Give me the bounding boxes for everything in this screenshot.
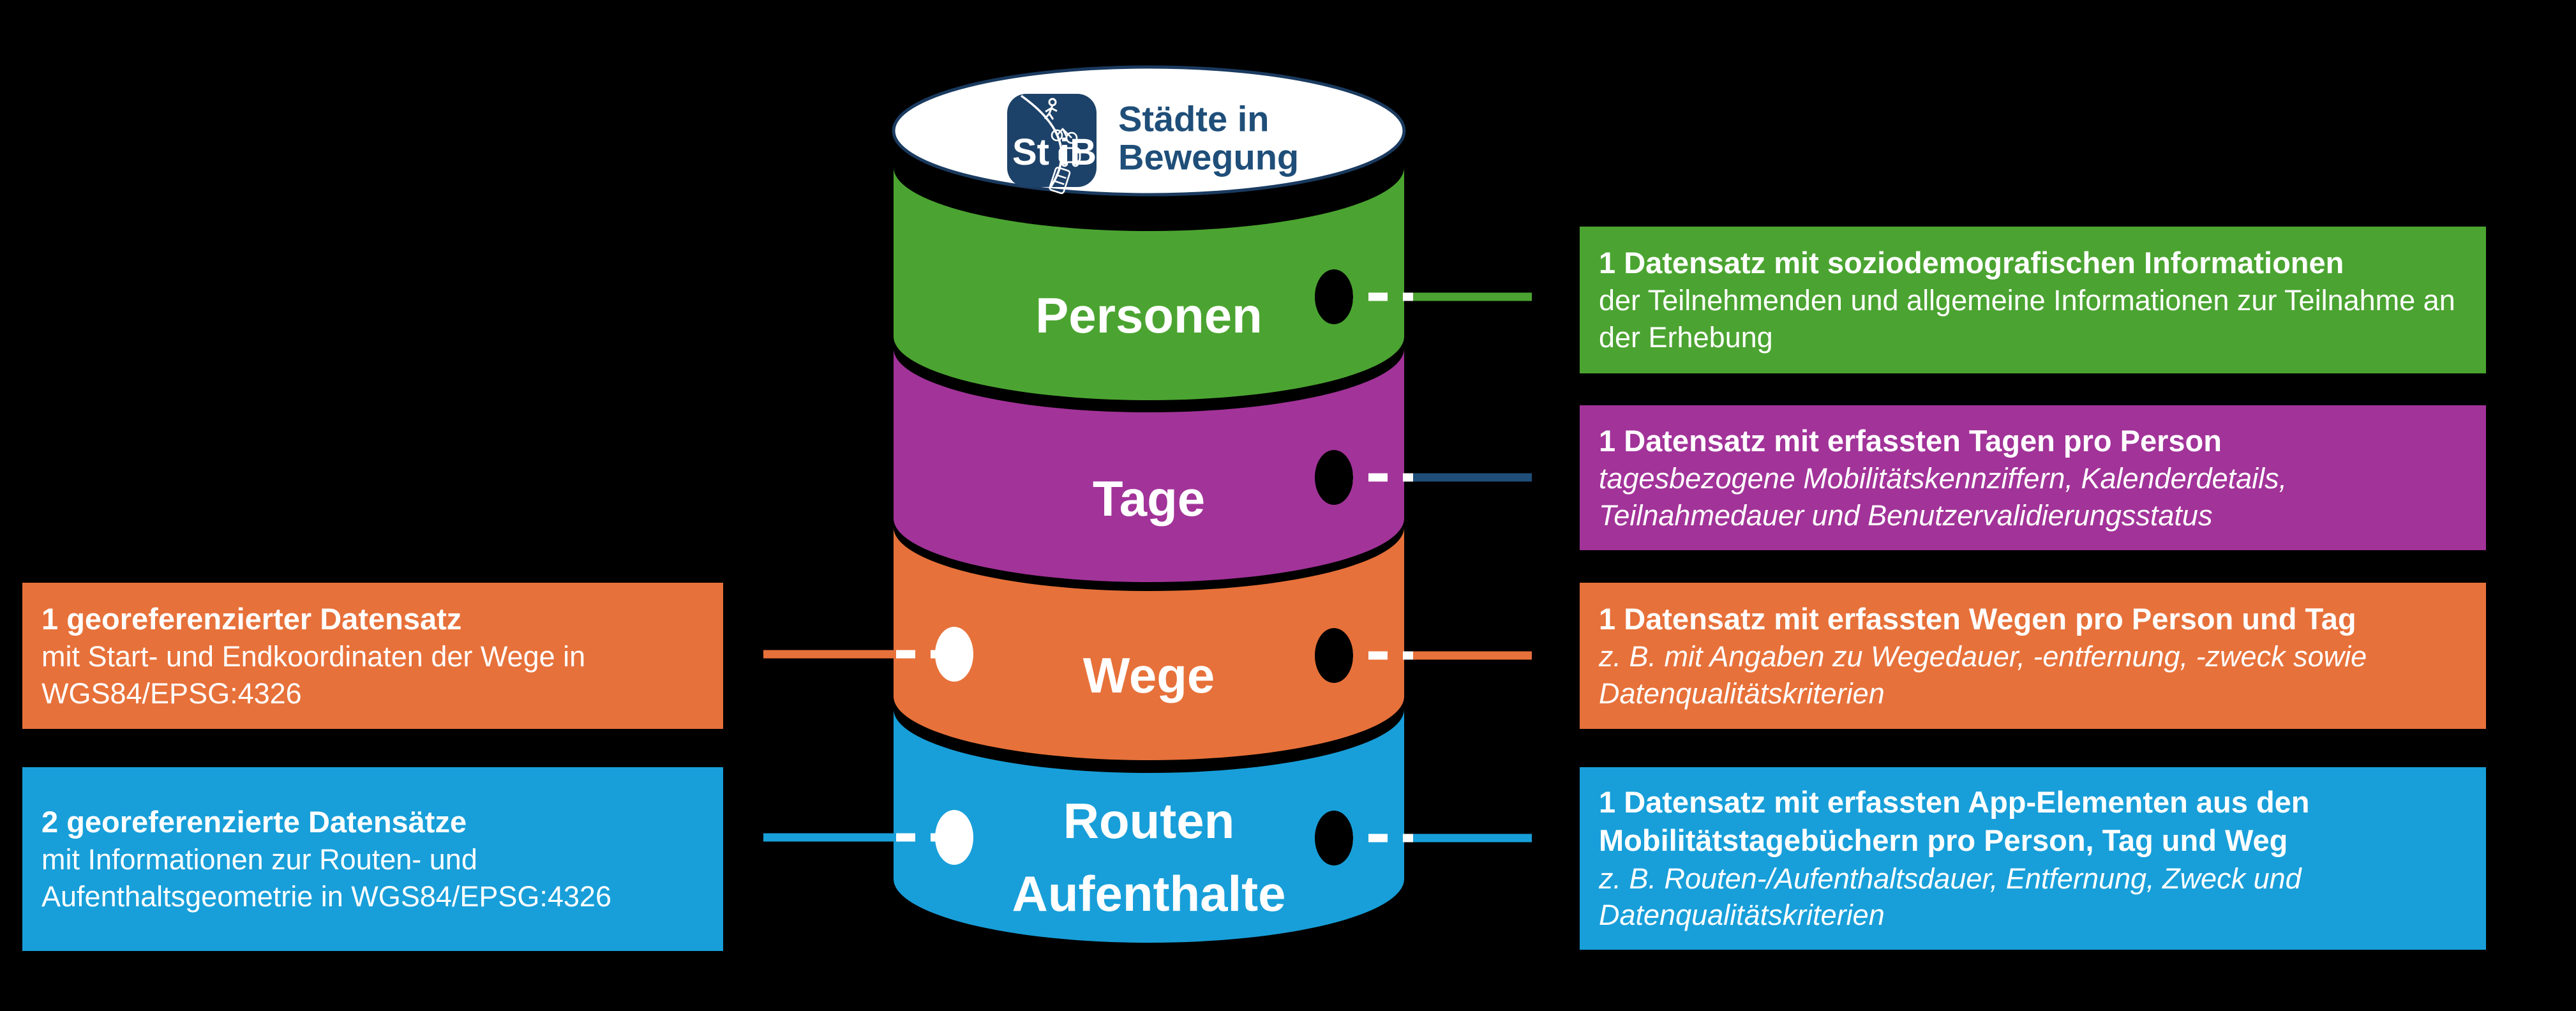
connector-dot-routen-left: [935, 810, 973, 865]
stib-logo: St iB Städte in Bewegung: [1007, 94, 1299, 195]
connector-dot-personen: [1315, 269, 1353, 324]
pedestrian-icon: [1044, 98, 1058, 120]
callout-title: 1 Datensatz mit erfassten App-Elementen …: [1599, 785, 2310, 858]
bicycle-icon: [1051, 128, 1078, 144]
callout-body: mit Informationen zur Routen- und Aufent…: [41, 843, 611, 913]
connector-dot-wege-left: [935, 627, 973, 682]
callout-routen-georeferenziert: 2 georeferenzierte Datensätze mit Inform…: [22, 767, 723, 951]
layer-band-tage: [894, 348, 1404, 582]
callout-title: 1 Datensatz mit erfassten Wegen pro Pers…: [1599, 601, 2356, 636]
layer-band-personen: [894, 167, 1404, 400]
stib-app-icon: [1007, 94, 1097, 187]
tram-icon: [1049, 167, 1071, 195]
callout-body: z. B. Routen-/Aufenthaltsdauer, Entfernu…: [1599, 862, 2302, 932]
callout-body: z. B. mit Angaben zu Wegedauer, -entfern…: [1599, 640, 2367, 710]
logo-title-line2: Bewegung: [1118, 137, 1299, 177]
callout-wege-georeferenziert: 1 georeferenzierter Datensatz mit Start-…: [22, 583, 723, 729]
layer-band-wege: [894, 527, 1404, 760]
connector-dot-routen-right: [1315, 811, 1353, 865]
layer-band-routen-aufenthalte: [894, 709, 1404, 943]
car-icon: [1058, 147, 1081, 167]
callout-title: 1 georeferenzierter Datensatz: [41, 601, 462, 636]
callout-tage: 1 Datensatz mit erfassten Tagen pro Pers…: [1580, 405, 2486, 550]
logo-title-line1: Städte in: [1118, 99, 1269, 139]
callout-wege: 1 Datensatz mit erfassten Wegen pro Pers…: [1580, 583, 2486, 729]
callout-routen-aufenthalte: 1 Datensatz mit erfassten App-Elementen …: [1580, 767, 2486, 950]
layer-label-routen: Routen: [1063, 793, 1235, 849]
layer-label-aufenthalte: Aufenthalte: [1012, 865, 1286, 922]
layer-label-personen: Personen: [1035, 287, 1262, 343]
layer-label-wege: Wege: [1083, 647, 1215, 703]
connector-dot-tage: [1315, 450, 1353, 505]
callout-title: 2 georeferenzierte Datensätze: [41, 805, 467, 839]
logo-abbr-st: St: [1012, 131, 1049, 173]
connector-dot-wege-right: [1315, 628, 1353, 683]
callout-body: mit Start- und Endkoordinaten der Wege i…: [41, 640, 586, 710]
logo-abbr-ib: iB: [1060, 131, 1097, 173]
callout-title: 1 Datensatz mit erfassten Tagen pro Pers…: [1599, 423, 2222, 458]
callout-personen: 1 Datensatz mit soziodemografischen Info…: [1580, 227, 2486, 373]
callout-body: der Teilnehmenden und allgemeine Informa…: [1599, 284, 2455, 354]
callout-body: tagesbezogene Mobilitätskennziffern, Kal…: [1599, 461, 2288, 532]
layer-label-tage: Tage: [1093, 470, 1205, 527]
callout-title: 1 Datensatz mit soziodemografischen Info…: [1599, 246, 2344, 280]
